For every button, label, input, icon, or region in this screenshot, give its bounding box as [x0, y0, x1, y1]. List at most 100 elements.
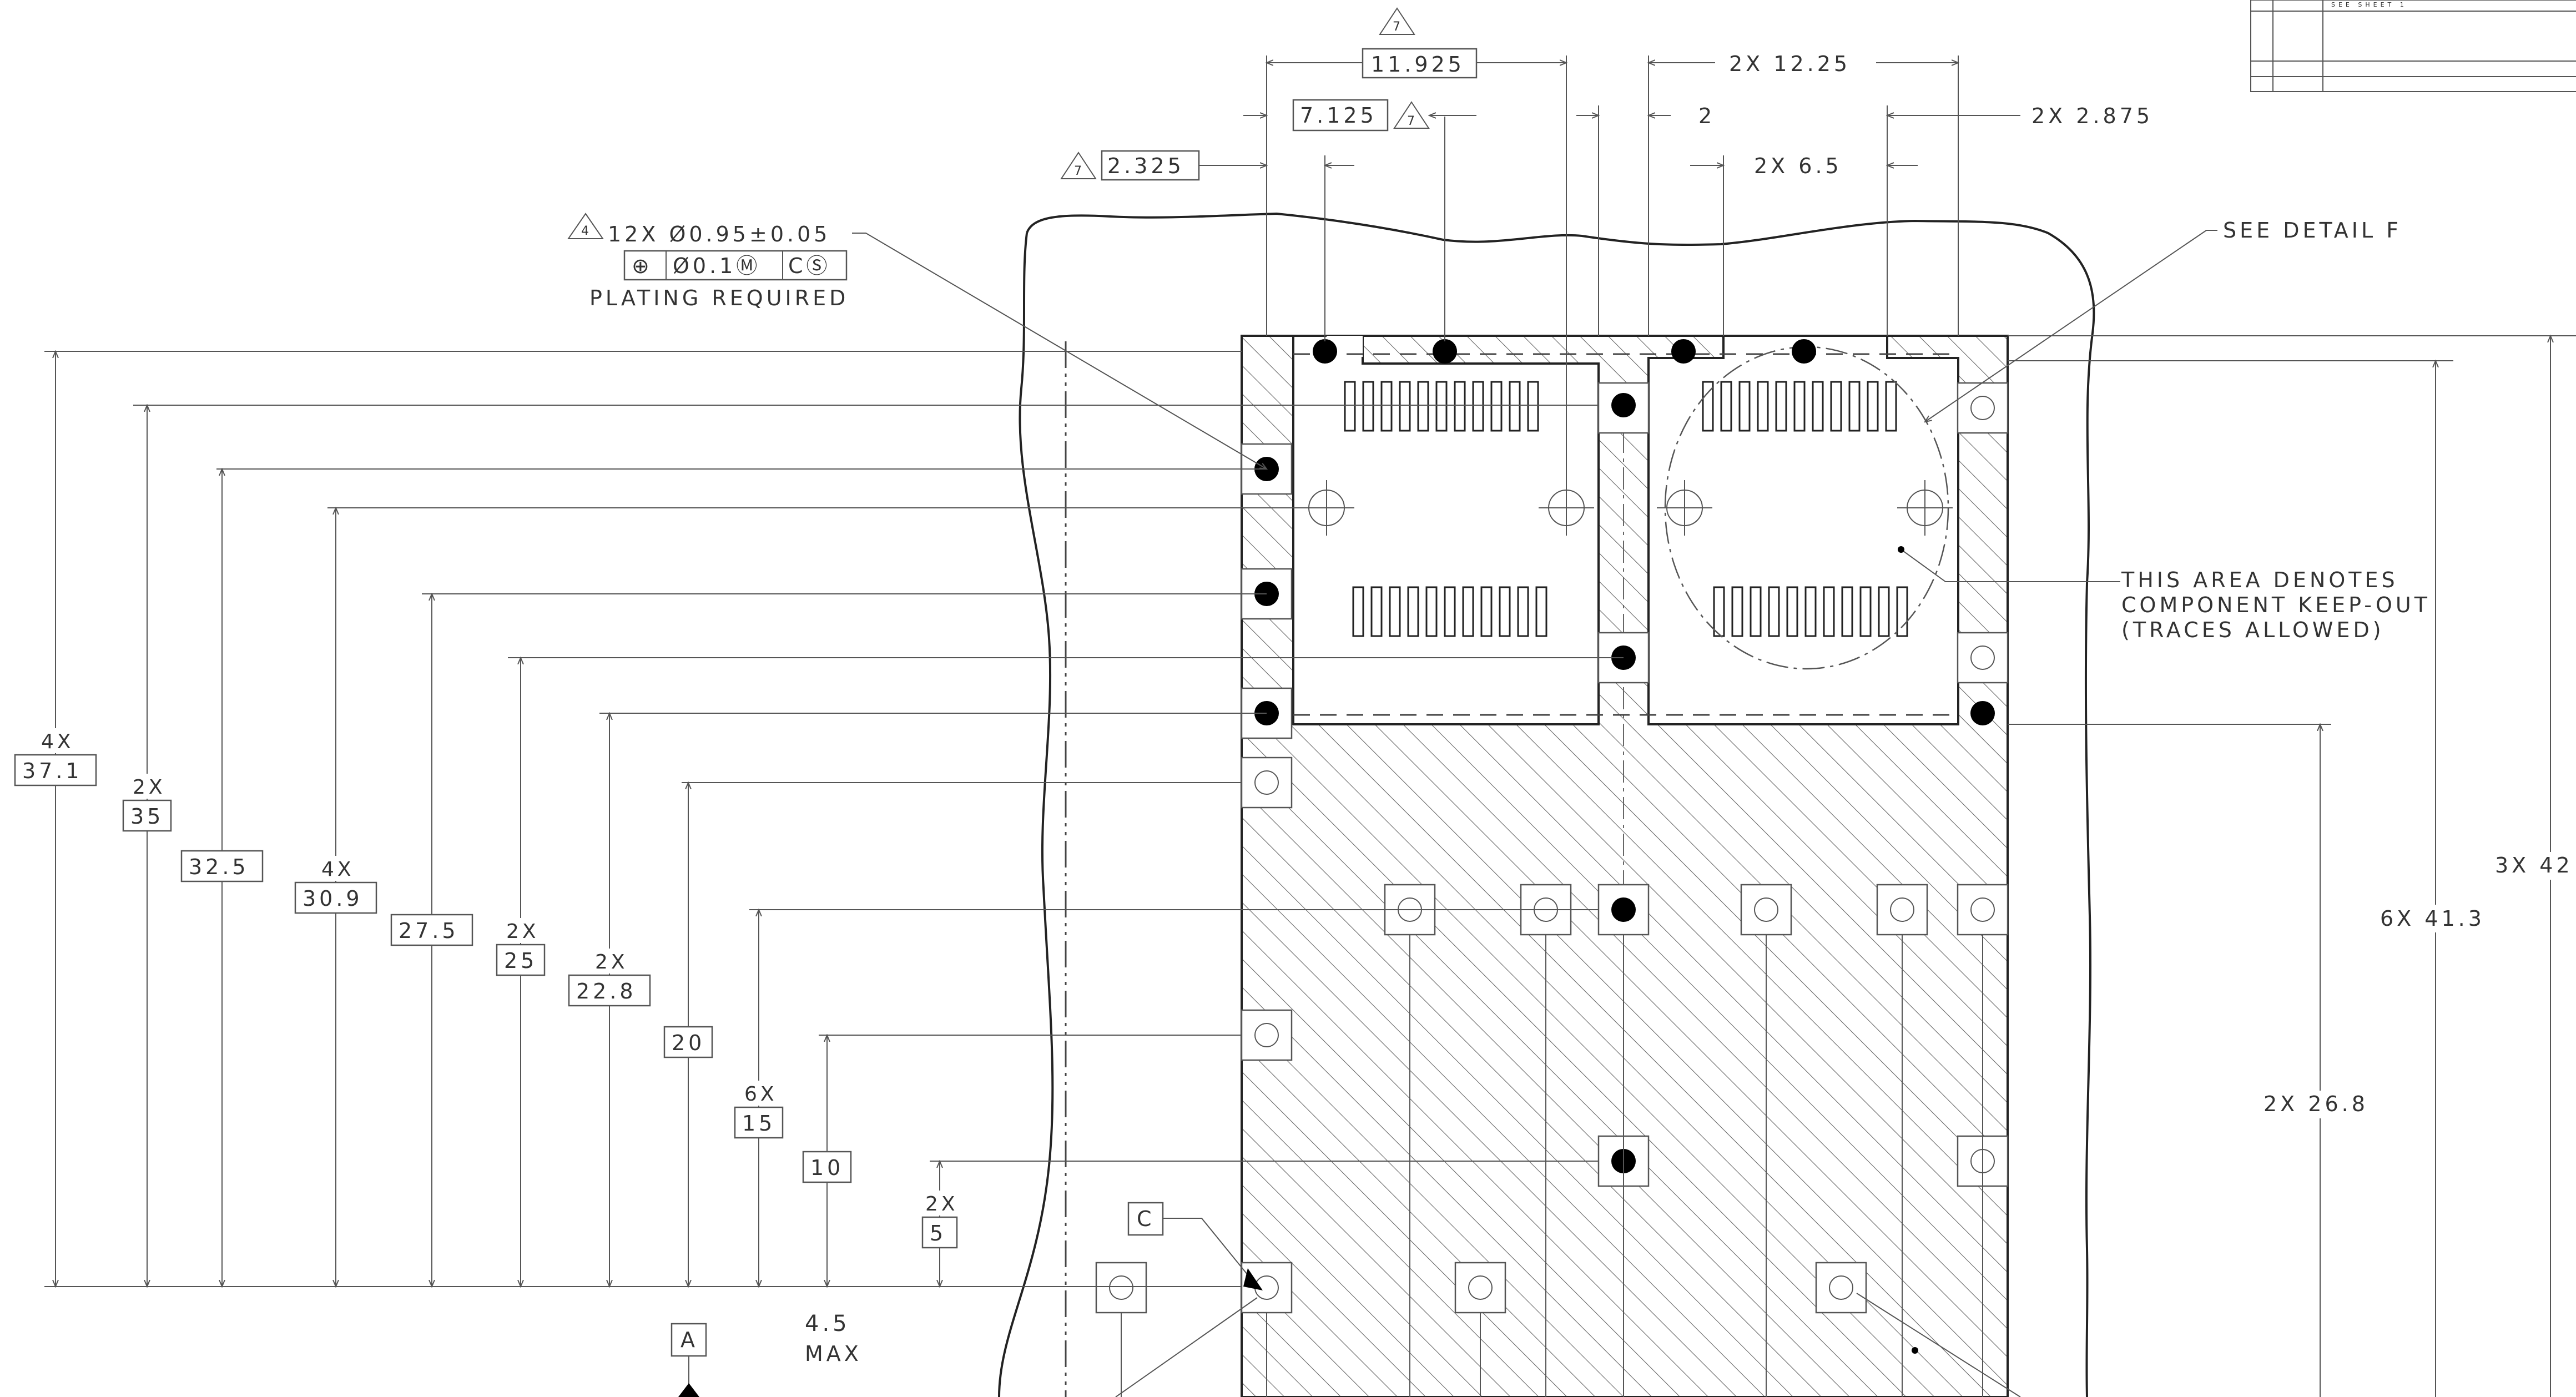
- connector-pin: [1702, 381, 1714, 432]
- connector-pin: [1380, 381, 1393, 432]
- left-dim-multiplier: 2X: [925, 1193, 959, 1216]
- connector-pin: [1480, 586, 1493, 637]
- pin-row-bottom-right: [1713, 586, 1908, 637]
- connector-pin: [1841, 586, 1853, 637]
- dim-2x2875: 2X 2.875: [2031, 104, 2153, 128]
- left-dim-multiplier: 4X: [321, 858, 355, 881]
- connector-pin: [1823, 586, 1835, 637]
- dim-2: 2: [1698, 104, 1715, 128]
- left-dim-value: 22.8: [576, 979, 637, 1003]
- plating-note: PLATING REQUIRED: [589, 286, 849, 310]
- keepout-leader: [1901, 549, 2120, 582]
- dim-6x413: 6X 41.3: [2380, 906, 2485, 931]
- left-dim-value: 20: [672, 1031, 705, 1055]
- connector-pin: [1830, 381, 1842, 432]
- connector-pin: [1444, 586, 1456, 637]
- hole-spec: 12X Ø0.95±0.05: [608, 222, 830, 246]
- connector-pin: [1535, 586, 1547, 637]
- dim-11925: 11.925: [1371, 52, 1465, 77]
- board-outline: [998, 212, 2095, 1397]
- extension-lines-vertical: [1121, 935, 1983, 1397]
- connector-pin: [1435, 381, 1448, 432]
- connector-pin: [1757, 381, 1769, 432]
- tol-symbol: ⊕: [632, 254, 653, 278]
- connector-pin: [1490, 381, 1503, 432]
- connector-pin: [1731, 586, 1743, 637]
- connector-pin: [1344, 381, 1356, 432]
- connector-pin: [1352, 586, 1364, 637]
- left-dim-multiplier: 4X: [41, 730, 74, 753]
- connector-pin: [1370, 586, 1383, 637]
- connector-pin: [1786, 586, 1798, 637]
- connector-pin: [1720, 381, 1732, 432]
- connector-pin: [1738, 381, 1751, 432]
- connector-pin: [1713, 586, 1725, 637]
- svg-text:7: 7: [1074, 164, 1085, 178]
- tol-value: Ø0.1Ⓜ: [673, 254, 760, 278]
- left-dim-multiplier: 2X: [506, 920, 540, 943]
- connector-pin: [1768, 586, 1780, 637]
- left-dim-value: 27.5: [399, 919, 459, 943]
- rev-flag-2325: [1060, 152, 1097, 179]
- connector-pin: [1527, 381, 1539, 432]
- connector-pin: [1454, 381, 1466, 432]
- left-dim-value: 32.5: [189, 855, 249, 879]
- connector-pin: [1362, 381, 1374, 432]
- connector-pin: [1793, 381, 1806, 432]
- right-dimension-stack: 3X 42 6X 41.3 2X 26.8: [2008, 336, 2576, 1397]
- connector-pin: [1399, 381, 1411, 432]
- keepout-line-3: (TRACES ALLOWED): [2121, 618, 2385, 642]
- hole-callout: 4 12X Ø0.95±0.05 ⊕ Ø0.1Ⓜ CⓈ PLATING REQU…: [567, 213, 1267, 469]
- keepout-line-1: THIS AREA DENOTES: [2121, 568, 2398, 592]
- pin-row-bottom-left: [1352, 586, 1547, 637]
- connector-pin: [1517, 586, 1529, 637]
- connector-pin: [1848, 381, 1861, 432]
- dim-7125: 7.125: [1300, 103, 1377, 128]
- dim-3x42: 3X 42: [2495, 853, 2573, 877]
- left-dim-value: 30.9: [303, 886, 363, 911]
- svg-text:7: 7: [1407, 114, 1418, 128]
- connector-pin: [1509, 381, 1521, 432]
- connector-pin: [1417, 381, 1429, 432]
- left-dim-multiplier: 2X: [133, 776, 166, 799]
- rev-flag-top: 7: [1379, 7, 1415, 35]
- connector-pin: [1407, 586, 1419, 637]
- dim-2x1225: 2X 12.25: [1729, 52, 1851, 76]
- top-extension-lines: [1266, 56, 1959, 488]
- title-block-note: SEE SHEET 1: [2331, 1, 2407, 8]
- pin-row-top-left: [1344, 381, 1539, 432]
- mounting-holes: [1299, 480, 1953, 536]
- connector-pin: [1499, 586, 1511, 637]
- left-dim-multiplier: 6X: [744, 1083, 778, 1106]
- left-dim-value: 10: [810, 1156, 844, 1180]
- connector-pin: [1775, 381, 1787, 432]
- left-dim-value: 5: [930, 1221, 946, 1245]
- connector-pin: [1885, 381, 1897, 432]
- connector-pin: [1878, 586, 1890, 637]
- see-detail-leader: [1925, 230, 2217, 422]
- left-dim-value: 37.1: [22, 759, 83, 783]
- connector-pin: [1812, 381, 1824, 432]
- see-detail-label: SEE DETAIL F: [2223, 218, 2402, 243]
- svg-text:7: 7: [1393, 20, 1404, 34]
- max-value: 4.5: [805, 1311, 850, 1337]
- datum-a: A: [680, 1328, 698, 1352]
- tol-datum: CⓈ: [788, 254, 831, 278]
- left-dim-value: 35: [130, 804, 164, 829]
- left-dim-value: 15: [742, 1111, 775, 1136]
- connector-pin: [1462, 586, 1474, 637]
- connector-pin: [1389, 586, 1401, 637]
- connector-pin: [1859, 586, 1872, 637]
- dim-2x268: 2X 26.8: [2264, 1092, 2368, 1116]
- left-dim-multiplier: 2X: [595, 951, 628, 974]
- pin-row-top-right: [1702, 381, 1897, 432]
- connector-pin: [1425, 586, 1438, 637]
- dim-2x65: 2X 6.5: [1754, 154, 1842, 178]
- title-block: SEE SHEET 1: [2250, 0, 2576, 92]
- keepout-line-2: COMPONENT KEEP-OUT: [2121, 593, 2431, 617]
- top-dimension-lines: [1199, 63, 2020, 165]
- plated-holes: [1254, 339, 1995, 1173]
- dim-2325: 2.325: [1107, 154, 1184, 178]
